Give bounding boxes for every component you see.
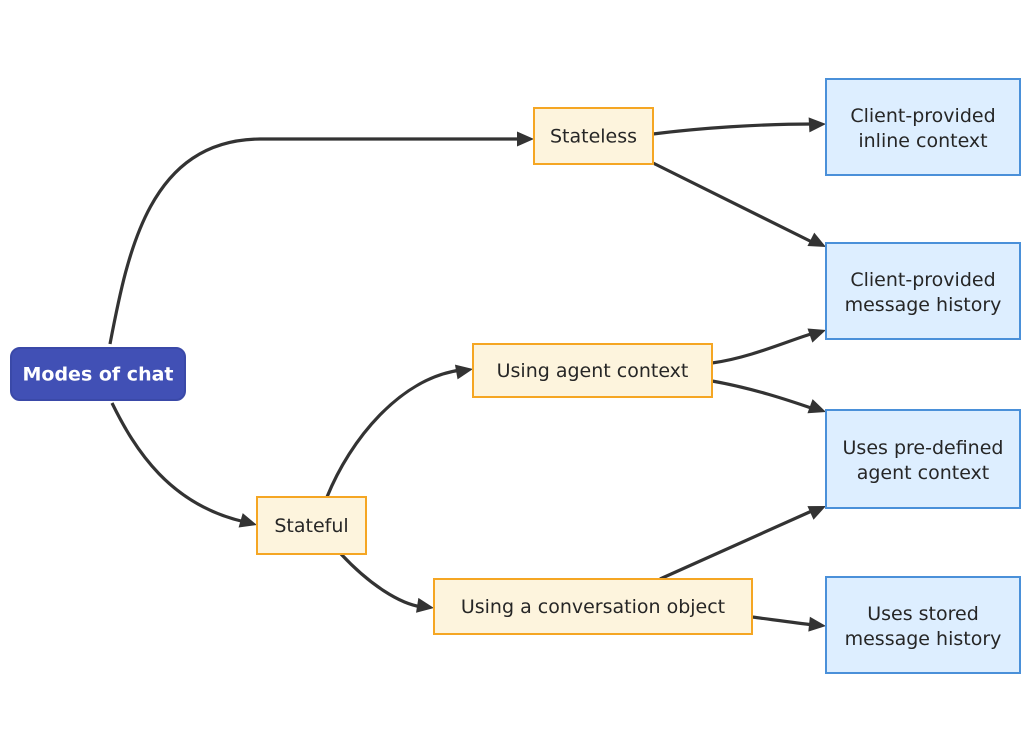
edge-stateful-to-agent-context xyxy=(325,368,462,498)
node-uses-stored-message-history-shape[interactable] xyxy=(825,576,1021,674)
edge-conversation-object-to-stored-message-history xyxy=(751,615,815,627)
node-root-label: Modes of chat xyxy=(23,364,174,386)
node-stateless[interactable]: Stateless xyxy=(533,107,654,165)
node-client-provided-inline-context-shape[interactable] xyxy=(825,78,1021,176)
node-stateful-label: Stateful xyxy=(274,515,348,537)
node-uses-predefined-agent-context-shape[interactable] xyxy=(825,409,1021,509)
edge-stateless-to-message-history xyxy=(652,161,815,245)
arrowhead-layer xyxy=(238,117,826,632)
edge-conversation-object-to-predefined-agent-context xyxy=(659,508,815,581)
arrowhead-icon-stored-message-history xyxy=(808,616,826,632)
arrowhead-icon-agent-context xyxy=(454,364,473,380)
node-using-agent-context-label: Using agent context xyxy=(497,360,689,382)
node-root-shape[interactable] xyxy=(10,347,186,401)
node-stateful-shape[interactable] xyxy=(256,496,367,555)
node-root[interactable]: Modes of chat xyxy=(10,347,186,401)
edge-agent-context-to-predefined-agent-context xyxy=(711,379,815,411)
node-stateless-shape[interactable] xyxy=(533,107,654,165)
arrowhead-icon-stateful xyxy=(238,513,257,528)
arrowhead-icon-predefined-agent-bottom xyxy=(807,506,826,520)
edge-root-to-stateful xyxy=(110,402,246,524)
edge-stateless-to-inline-context xyxy=(652,122,815,136)
edge-stateful-to-conversation-object xyxy=(339,552,423,609)
node-using-conversation-object-label: Using a conversation object xyxy=(461,596,725,618)
node-using-conversation-object[interactable]: Using a conversation object xyxy=(433,578,753,635)
node-using-conversation-object-shape[interactable] xyxy=(433,578,753,635)
node-stateless-label: Stateless xyxy=(550,126,637,148)
node-using-agent-context-shape[interactable] xyxy=(472,343,713,398)
edge-agent-context-to-message-history xyxy=(711,331,815,365)
edge-root-to-stateless xyxy=(108,137,522,345)
arrowhead-icon-message-history-top xyxy=(807,232,826,247)
arrowhead-icon-conversation-object xyxy=(416,597,434,613)
arrowhead-icon-inline-context xyxy=(808,117,826,133)
node-using-agent-context[interactable]: Using agent context xyxy=(472,343,713,398)
node-stateful[interactable]: Stateful xyxy=(256,496,367,555)
arrowhead-icon-stateless xyxy=(517,131,534,147)
edge-layer xyxy=(108,122,815,627)
arrowhead-icon-message-history-mid xyxy=(807,328,826,343)
arrowhead-icon-predefined-agent-top xyxy=(807,399,826,414)
node-client-provided-message-history-shape[interactable] xyxy=(825,242,1021,340)
